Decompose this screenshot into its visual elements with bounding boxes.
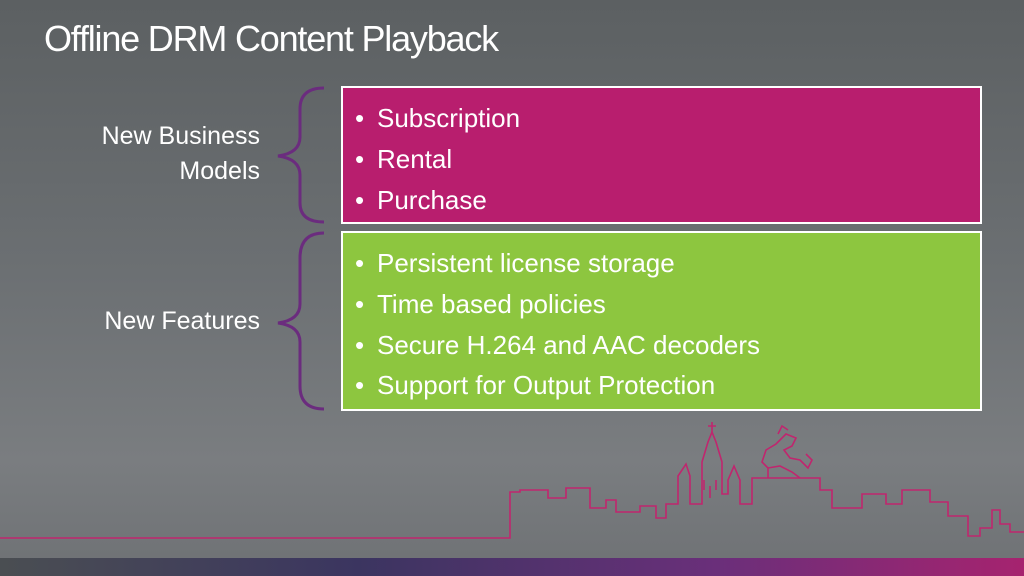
brace-new-features-icon (277, 231, 325, 411)
brace-business-models-icon (277, 86, 325, 224)
slide-title: Offline DRM Content Playback (44, 18, 499, 59)
bullet-item: •Time based policies (355, 288, 606, 319)
group-label-business-models: New Business Models (101, 122, 260, 185)
bullet-item: •Persistent license storage (355, 248, 675, 278)
bullet-item: •Rental (355, 143, 453, 174)
bullet-item: •Purchase (355, 184, 487, 215)
bottom-accent-bar (0, 558, 1024, 576)
group-label-new-features: New Features (104, 307, 260, 335)
city-skyline-illustration (0, 422, 1024, 539)
new-features-box: •Persistent license storage •Time based … (341, 231, 982, 411)
bullet-item: •Secure H.264 and AAC decoders (355, 329, 761, 360)
bullet-item: •Subscription (355, 103, 521, 133)
bullet-item: •Support for Output Protection (355, 370, 716, 401)
business-models-box: •Subscription •Rental •Purchase (341, 86, 982, 224)
